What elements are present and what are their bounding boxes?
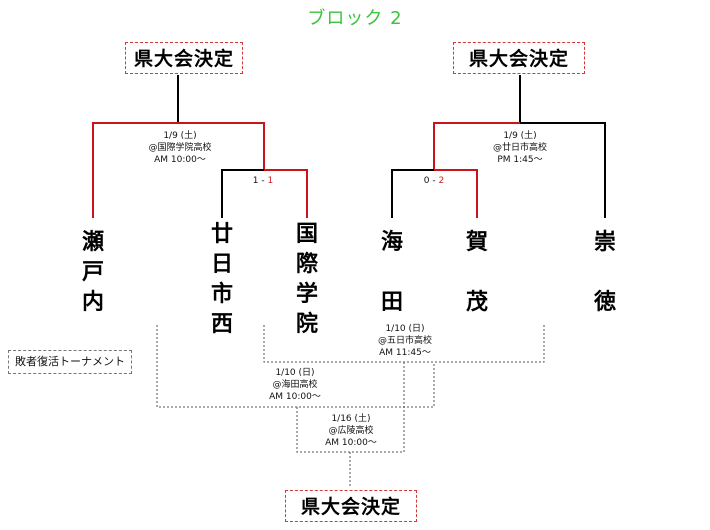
- rep-final-time: AM 10:00〜: [325, 438, 377, 448]
- right-bracket-sotoku: [520, 122, 606, 218]
- team-kamo: 賀 茂: [465, 230, 488, 315]
- right-bracket-upper-left: [433, 122, 520, 170]
- rep-match1-info: 1/10 (日) @五日市高校 AM 11:45〜: [358, 323, 452, 359]
- rep-match1-time: AM 11:45〜: [379, 348, 431, 358]
- right-sub-score-a: 0: [423, 176, 430, 186]
- right-match-venue: @廿日市高校: [492, 143, 547, 153]
- rep-match1-venue: @五日市高校: [377, 336, 432, 346]
- left-sub-score-a: 1: [252, 176, 259, 186]
- rep-match2-date: 1/10 (日): [275, 368, 315, 378]
- left-match-date: 1/9 (土): [163, 131, 197, 141]
- repechage-label: 敗者復活トーナメント: [8, 350, 132, 374]
- left-bracket-upper-right: [178, 122, 265, 170]
- team-hatsukaichi-nishi: 廿 日 市 西: [210, 222, 233, 337]
- right-sub-kamo: [434, 169, 478, 218]
- rep-match2-info: 1/10 (日) @海田高校 AM 10:00〜: [248, 367, 342, 403]
- left-qualifier-box: 県大会決定: [125, 42, 243, 74]
- rep2-bracket: [156, 325, 435, 408]
- team-kokusai-gakuin: 国 際 学 院: [295, 222, 318, 337]
- right-match-info: 1/9 (土) @廿日市高校 PM 1:45〜: [473, 130, 567, 166]
- left-match-venue: @国際学院高校: [148, 143, 212, 153]
- rep-final-venue: @広陵高校: [328, 426, 374, 436]
- left-sub-score-b: 1: [267, 176, 274, 186]
- left-match-info: 1/9 (土) @国際学院高校 AM 10:00〜: [133, 130, 227, 166]
- team-sotoku: 崇 徳: [593, 230, 616, 315]
- right-match-time: PM 1:45〜: [497, 155, 543, 165]
- right-sub-score-b: 2: [438, 176, 445, 186]
- right-sub-kaita: [391, 169, 434, 218]
- left-sub-kokusai: [264, 169, 308, 218]
- team-seto: 瀬 戸 内: [81, 230, 104, 315]
- rep-match2-venue: @海田高校: [272, 380, 318, 390]
- rep-match2-time: AM 10:00〜: [269, 392, 321, 402]
- right-match-date: 1/9 (土): [503, 131, 537, 141]
- left-bracket-seto: [92, 122, 178, 218]
- right-sub-score-sep: -: [429, 176, 439, 186]
- rep-final-date: 1/16 (土): [331, 414, 371, 424]
- right-sub-score: 0 - 2: [414, 176, 454, 186]
- left-sub-score: 1 - 1: [243, 176, 283, 186]
- left-match-time: AM 10:00〜: [154, 155, 206, 165]
- left-sub-score-sep: -: [258, 176, 268, 186]
- team-kaita: 海 田: [380, 230, 403, 315]
- left-sub-hatsukaichi: [221, 169, 264, 218]
- rep-final-info: 1/16 (土) @広陵高校 AM 10:00〜: [304, 413, 398, 449]
- block-title: ブロック 2: [307, 8, 403, 29]
- repechage-qualifier-box: 県大会決定: [285, 490, 417, 522]
- right-qualifier-box: 県大会決定: [453, 42, 585, 74]
- rep-match1-date: 1/10 (日): [385, 324, 425, 334]
